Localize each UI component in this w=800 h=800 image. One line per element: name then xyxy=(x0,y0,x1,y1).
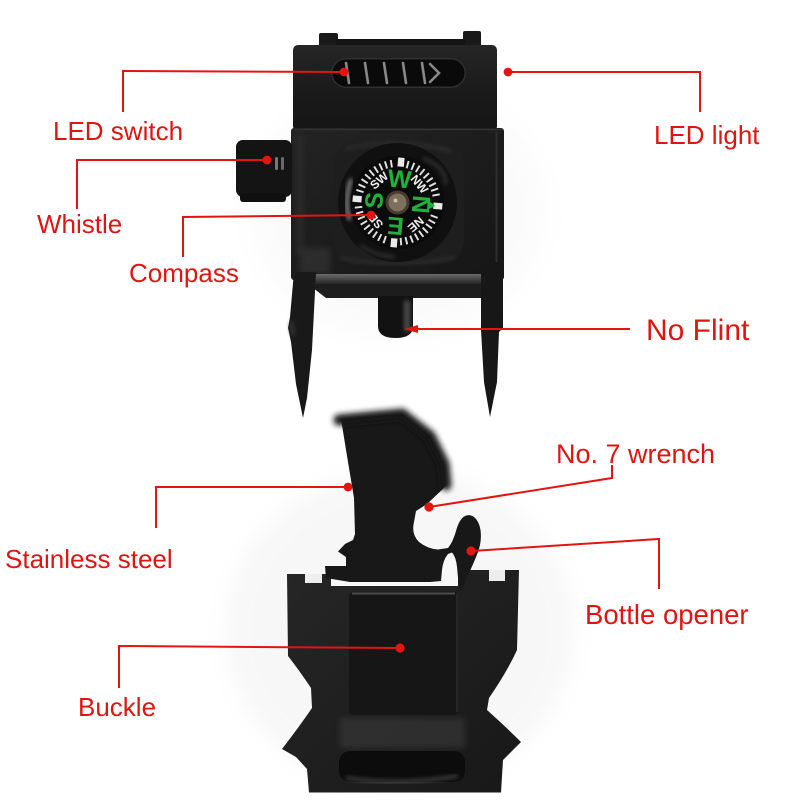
svg-text:LED switch: LED switch xyxy=(53,116,183,146)
svg-text:LED light: LED light xyxy=(654,120,760,150)
svg-text:Compass: Compass xyxy=(129,258,239,288)
svg-text:E: E xyxy=(386,211,405,240)
svg-text:Buckle: Buckle xyxy=(78,692,156,722)
svg-text:No. 7 wrench: No. 7 wrench xyxy=(556,439,715,469)
svg-text:S: S xyxy=(360,191,389,210)
svg-text:Bottle opener: Bottle opener xyxy=(585,599,749,630)
svg-text:W: W xyxy=(387,165,413,195)
svg-text:Whistle: Whistle xyxy=(37,209,122,239)
svg-text:Stainless steel: Stainless steel xyxy=(5,544,173,574)
svg-text:No Flint: No Flint xyxy=(646,314,750,347)
